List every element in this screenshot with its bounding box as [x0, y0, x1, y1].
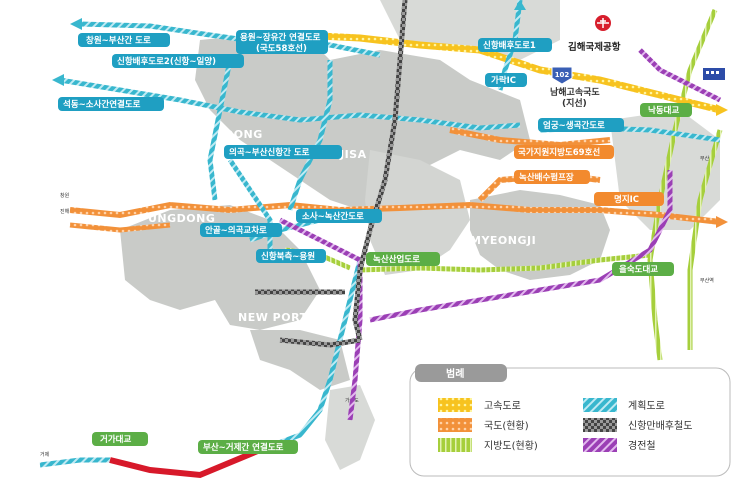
legend: 범례 고속도로 계획도로 국도(현황) 신항만배후철도 지방도(현황) 경전철 [409, 364, 731, 477]
legend-swatch-lightrail [583, 438, 617, 452]
railway-main [352, 0, 408, 341]
airplane-icon [597, 18, 609, 28]
label-national-local-69: 국가지원지방도69호선 [518, 147, 600, 158]
legend-label-national: 국도(현황) [484, 420, 529, 432]
text-busan: 부산 [700, 155, 710, 162]
label-garak-ic: 가락IC [491, 75, 516, 86]
namhae-label-1: 남해고속국도 [550, 86, 600, 98]
planned-road-geoje-west [39, 457, 110, 468]
label-busan-geoje: 부산~거제간 연결도로 [203, 442, 284, 453]
local-road-noksan [359, 252, 651, 273]
label-noksan-pump: 녹산배수펌프장 [519, 172, 574, 183]
label-nakdong-bridge: 낙동대교 [648, 105, 679, 116]
legend-label-railway: 신항만배후철도 [628, 420, 692, 432]
airport: 김해국제공항 [568, 15, 621, 53]
arrow-changwon [70, 18, 82, 30]
arrow-north-top [514, 0, 526, 10]
national-road-west-2 [69, 222, 171, 233]
arrow-national-east [716, 216, 728, 228]
local-road-east-vertical-2 [687, 129, 723, 350]
label-uigok-busan: 의곡~부산신항간 도로 [229, 147, 310, 158]
place-dudong: DUDONG [205, 128, 263, 141]
legend-swatch-railway [583, 418, 617, 432]
place-names: DUDONG JISA UNGDONG MYEONGJI NEW PORT [148, 128, 536, 324]
place-myeongji: MYEONGJI [470, 234, 536, 247]
station-icon [703, 68, 725, 80]
legend-swatch-local [438, 438, 472, 452]
place-new-port: NEW PORT [238, 311, 308, 324]
national-road-69 [449, 127, 611, 149]
place-jisa: JISA [339, 148, 367, 161]
text-changwon: 창원 [60, 192, 70, 199]
legend-title: 범례 [446, 367, 464, 380]
land-gadeok [325, 385, 375, 470]
planned-road-sinhang2 [207, 59, 233, 201]
label-sinhang-baehu-1: 신항배후도로1 [483, 40, 536, 51]
namhae-label-2: (지선) [562, 97, 587, 109]
text-geoje: 거제 [40, 451, 50, 458]
legend-box [409, 367, 731, 477]
namhae-shield: 102 남해고속국도 (지선) [550, 66, 600, 109]
label-angol-uigok: 안골~의곡교차로 [205, 225, 267, 236]
railways [255, 0, 408, 348]
text-busan-station: 부산역 [700, 277, 714, 284]
light-rail-myeongji [369, 170, 673, 323]
planned-road-changwon [79, 21, 381, 58]
legend-swatch-expressway [438, 398, 472, 412]
legend-label-lightrail: 경전철 [628, 439, 656, 452]
road-labels: 창원~부산간 도로 용원~장유간 연결도로 (국도58호선) 신항배후도로2(신… [58, 30, 692, 454]
planned-road-seokdong [59, 77, 521, 131]
route-number: 102 [555, 71, 570, 79]
label-geoga-bridge: 거가대교 [100, 434, 131, 445]
legend-label-planned: 계획도로 [628, 400, 665, 412]
text-jinhae: 진해 [60, 208, 70, 215]
light-rail-west [278, 217, 362, 263]
label-sinhang-baehu-2: 신항배후도로2(신항~일양) [117, 56, 216, 67]
label-sinhang-north: 신항북측~용원 [261, 251, 315, 262]
label-sosa-noksan: 소사~녹산간도로 [302, 211, 364, 222]
route-shield-icon [551, 66, 573, 85]
legend-title-box [415, 364, 507, 382]
land-north [195, 30, 530, 210]
label-yongwon-jangyu-2: (국도58호선) [256, 43, 307, 54]
legend-swatch-planned [583, 398, 617, 412]
railway-newport-2 [279, 337, 361, 348]
legend-swatch-national [438, 418, 472, 432]
airport-label: 김해국제공항 [568, 41, 621, 53]
arrowheads [52, 0, 526, 86]
planned-road-busan-geoje [259, 259, 363, 453]
arrow-seokdong [52, 74, 64, 86]
light-rail-east [638, 48, 722, 103]
land-center [365, 150, 470, 275]
label-yongwon-jangyu-1: 용원~장유간 연결도로 [240, 32, 321, 43]
label-noksan-industrial: 녹산산업도로 [373, 254, 420, 265]
label-seokdong-sosa: 석동~소사간연결도로 [63, 99, 141, 110]
label-eomgung-saenggok: 엄궁~생곡간도로 [543, 120, 605, 131]
label-eulsuk-bridge: 을숙도대교 [619, 264, 658, 275]
arrow-expressway-east [716, 104, 728, 116]
place-ungdong: UNGDONG [148, 212, 215, 225]
legend-label-expressway: 고속도로 [484, 400, 521, 412]
label-changwon-busan: 창원~부산간 도로 [86, 35, 151, 46]
label-myeongji-ic: 명지IC [614, 194, 639, 205]
legend-label-local: 지방도(현황) [484, 440, 538, 452]
geoga-bridge-line [109, 447, 262, 479]
planned-road-yongwon [287, 60, 333, 211]
